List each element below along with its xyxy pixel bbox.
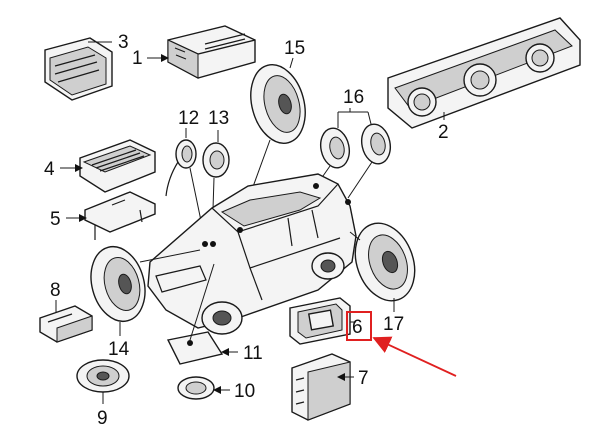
callout-1: 1 [132, 48, 143, 69]
callout-13: 13 [208, 108, 229, 129]
callout-10: 10 [234, 381, 255, 402]
callout-12: 12 [178, 108, 199, 129]
callout-16: 16 [343, 87, 364, 108]
callout-9: 9 [97, 408, 108, 429]
callout-15: 15 [284, 38, 305, 59]
callout-17: 17 [383, 314, 404, 335]
part-10-speaker-ring [177, 376, 230, 400]
callout-3: 3 [118, 32, 129, 53]
part-12-tweeter-bracket [165, 128, 206, 241]
part-16-tweeters [315, 108, 392, 199]
part-4-amplifier [60, 139, 156, 193]
highlight-box [346, 311, 372, 341]
vehicle-outline [147, 173, 357, 335]
part-9-speaker [76, 359, 130, 404]
part-1-head-unit [147, 25, 256, 79]
callout-6: 6 [352, 317, 363, 338]
part-5-bracket [66, 191, 156, 240]
part-14-woofer [90, 245, 201, 336]
highlight-arrow [372, 336, 457, 377]
callout-8: 8 [50, 280, 61, 301]
callout-4: 4 [44, 159, 55, 180]
part-7-module [291, 353, 354, 421]
part-3-display-module [44, 37, 113, 101]
callout-14: 14 [108, 339, 130, 360]
callout-11: 11 [243, 343, 263, 364]
part-13-speaker [202, 130, 230, 241]
part-15-speaker [237, 57, 306, 229]
callout-2: 2 [438, 122, 449, 143]
callout-5: 5 [50, 209, 61, 230]
part-6-control-module [289, 297, 356, 345]
part-17-subwoofer [349, 222, 416, 312]
part-11-pad [166, 263, 238, 365]
part-2-control-panel [387, 17, 581, 129]
callout-7: 7 [358, 368, 369, 389]
part-8-connector-module [39, 300, 93, 343]
